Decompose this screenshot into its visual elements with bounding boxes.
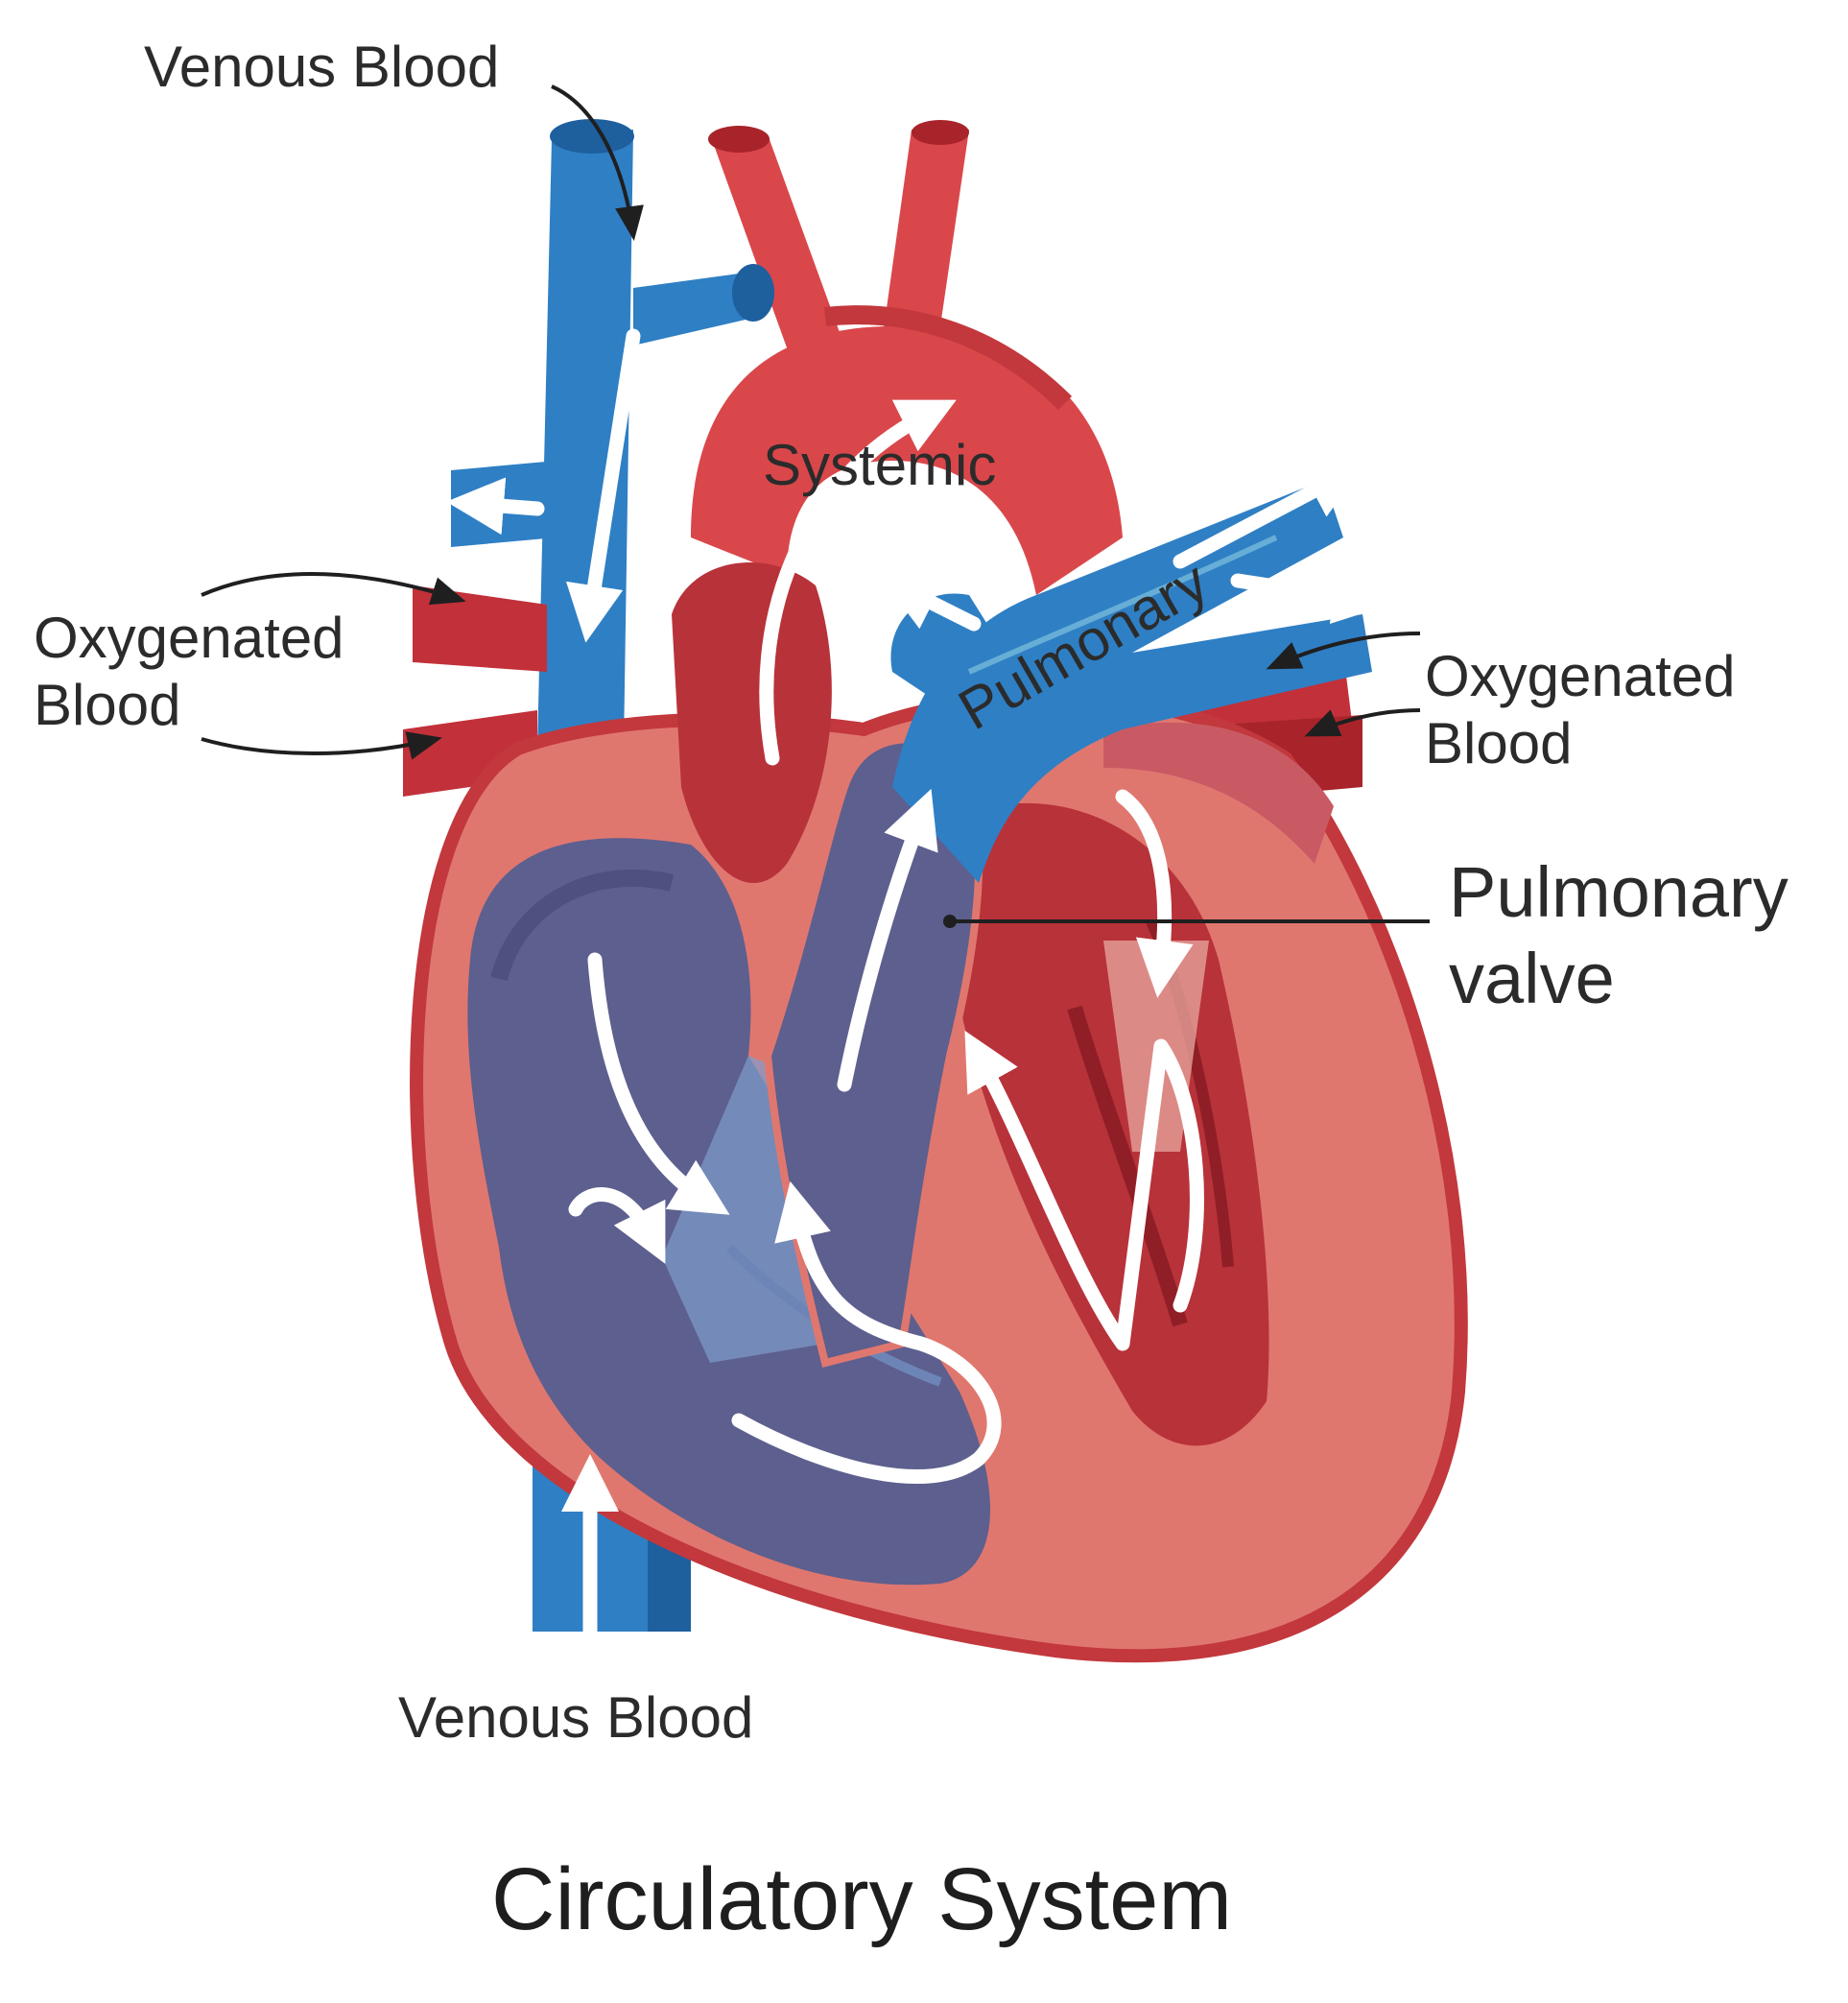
label-oxygenated-left-1: Oxygenated [34,606,344,670]
flow-arrow-lv-down [1115,789,1194,998]
flow-arrow-trunk-up [837,788,938,1092]
label-venous-blood-bottom: Venous Blood [398,1685,753,1750]
diagram-title: Circulatory System [491,1850,1232,1948]
pointer-venous-top [551,84,644,241]
label-oxygenated-right-2: Blood [1425,711,1572,775]
label-oxygenated-left-2: Blood [34,673,180,737]
flow-arrow-rv-loop [731,1180,1002,1484]
label-oxygenated-right-1: Oxygenated [1425,644,1736,708]
flow-arrow-pulmonary-lower-right [1230,566,1391,625]
flow-arrow-pulmonary-upper-right [1173,465,1364,569]
pointer-oxy-left-lower [201,731,442,760]
flow-arrow-ra-curl [568,1187,666,1264]
flow-arrow-pulmonary-left [881,577,982,632]
label-venous-blood-top: Venous Blood [144,35,499,99]
pointer-oxy-right-lower [1304,708,1421,737]
aorta [691,120,1123,595]
flow-arrow-ra-down [587,952,730,1215]
pointer-oxy-right-upper [1266,632,1421,670]
flow-arrow-svc-down [565,328,641,643]
flow-arrow-branch-left [446,477,545,536]
flow-arrow-systemic [759,399,957,766]
pointer-oxy-left-upper [201,572,466,606]
label-systemic: Systemic [763,433,996,497]
flow-arrows [446,328,1391,1644]
label-pulmonary-valve-1: Pulmonary [1449,852,1789,932]
label-pulmonary-valve-2: valve [1449,939,1615,1018]
flow-arrow-lv-loop [964,1030,1204,1351]
pointer-arrows [201,84,1430,928]
